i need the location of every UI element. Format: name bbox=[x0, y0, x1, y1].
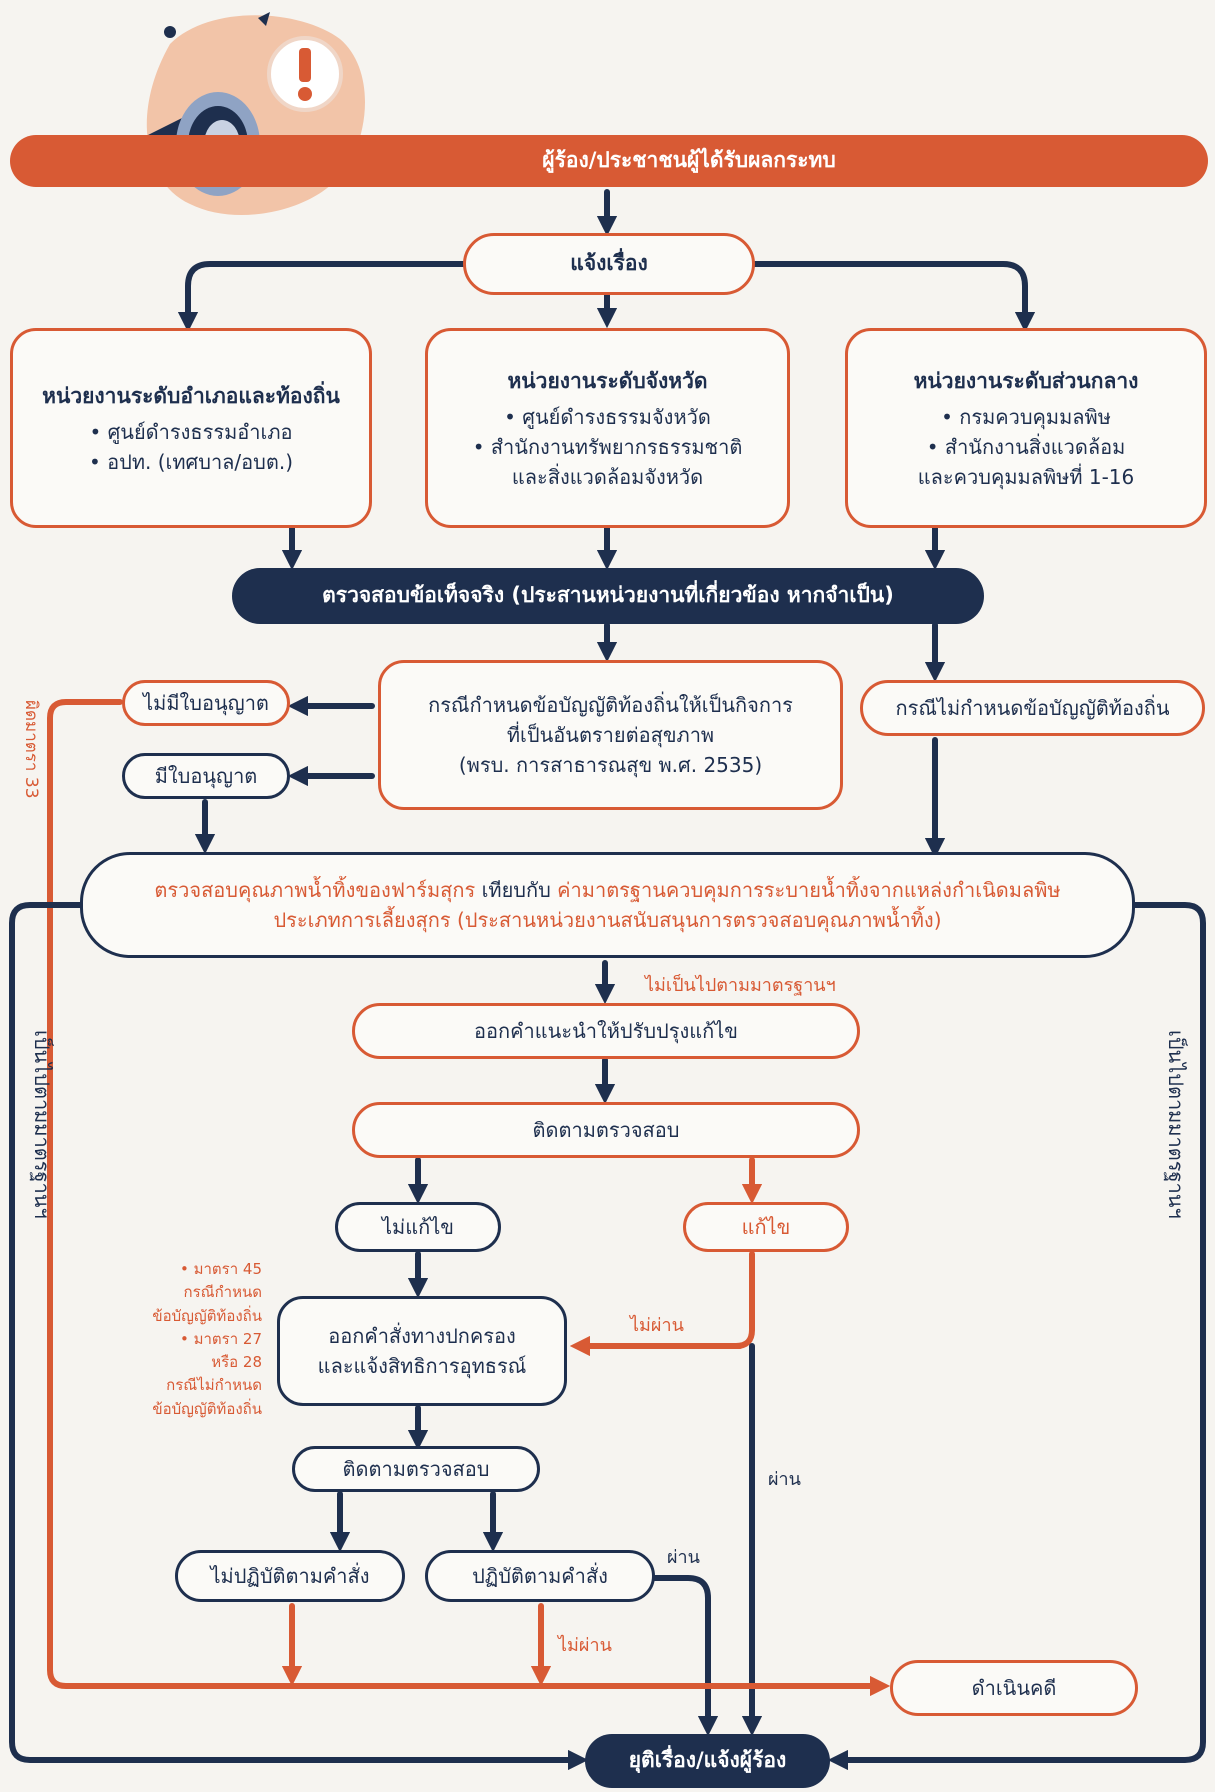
admin-order-line: ออกคำสั่งทางปกครอง bbox=[328, 1324, 516, 1348]
agency-district-line: • อปท. (เทศบาล/อบต.) bbox=[88, 449, 294, 474]
meets-standard-label-right: เป็นไปตามมาตรฐานฯ bbox=[1164, 1030, 1188, 1219]
no-license-box: ไม่มีใบอนุญาต bbox=[122, 680, 290, 726]
agency-central-line: และควบคุมมลพิษที่ 1-16 bbox=[917, 464, 1135, 489]
comply-box: ปฏิบัติตามคำสั่ง bbox=[425, 1550, 655, 1602]
fact-check-bar: ตรวจสอบข้อเท็จจริง (ประสานหน่วยงานที่เกี… bbox=[232, 568, 984, 624]
not-standard-label: ไม่เป็นไปตามมาตรฐานฯ bbox=[645, 975, 836, 996]
local-rule-case-line: (พรบ. การสาธารณสุข พ.ศ. 2535) bbox=[458, 753, 763, 777]
agency-province-line: • ศูนย์ดำรงธรรมจังหวัด bbox=[504, 404, 711, 429]
legal-note-line: ข้อบัญญัติท้องถิ่น bbox=[152, 1306, 262, 1325]
admin-order-line: และแจ้งสิทธิการอุทธรณ์ bbox=[317, 1354, 527, 1378]
local-rule-case-box: กรณีกำหนดข้อบัญญัติท้องถิ่นให้เป็นกิจการ… bbox=[378, 660, 843, 810]
prosecute-label: ดำเนินคดี bbox=[971, 1676, 1057, 1700]
advise-label: ออกคำแนะนำให้ปรับปรุงแก้ไข bbox=[474, 1019, 738, 1043]
legal-note-line: กรณีไม่กำหนด bbox=[166, 1376, 262, 1395]
agency-province-title: หน่วยงานระดับจังหวัด bbox=[507, 368, 708, 393]
report-label: แจ้งเรื่อง bbox=[570, 251, 648, 276]
no-license-label: ไม่มีใบอนุญาต bbox=[143, 691, 269, 715]
agency-central: หน่วยงานระดับส่วนกลาง • กรมควบคุมมลพิษ •… bbox=[845, 328, 1207, 528]
fact-check-label: ตรวจสอบข้อเท็จจริง (ประสานหน่วยงานที่เกี… bbox=[322, 583, 894, 608]
not-fixed-box: ไม่แก้ไข bbox=[335, 1202, 501, 1252]
follow-up-order-box: ติดตามตรวจสอบ bbox=[292, 1446, 540, 1492]
meets-standard-label-left: เป็นไปตามมาตรฐานฯ bbox=[30, 1030, 54, 1219]
fail-label: ไม่ผ่าน bbox=[630, 1315, 684, 1336]
water-quality-check-line1: ตรวจสอบคุณภาพน้ำทิ้งของฟาร์มสุกร เทียบกั… bbox=[154, 875, 1060, 905]
complainant-header: ผู้ร้อง/ประชาชนผู้ได้รับผลกระทบ bbox=[10, 135, 1208, 187]
fixed-box: แก้ไข bbox=[683, 1202, 849, 1252]
fixed-label: แก้ไข bbox=[741, 1215, 791, 1239]
follow-up-box: ติดตามตรวจสอบ bbox=[352, 1102, 860, 1158]
legal-note-line: • มาตรา 45 bbox=[179, 1260, 262, 1278]
water-check-text-a: ตรวจสอบคุณภาพน้ำทิ้งของฟาร์มสุกร bbox=[154, 878, 482, 902]
comply-fail-label: ไม่ผ่าน bbox=[558, 1635, 612, 1656]
has-license-box: มีใบอนุญาต bbox=[122, 753, 290, 799]
local-rule-case-line: ที่เป็นอันตรายต่อสุขภาพ bbox=[506, 723, 715, 747]
prosecute-box: ดำเนินคดี bbox=[890, 1660, 1138, 1716]
agency-district-title: หน่วยงานระดับอำเภอและท้องถิ่น bbox=[42, 383, 340, 408]
water-quality-check-line2: ประเภทการเลี้ยงสุกร (ประสานหน่วยงานสนับส… bbox=[273, 908, 942, 932]
follow-up-label: ติดตามตรวจสอบ bbox=[532, 1118, 680, 1142]
water-quality-check-box: ตรวจสอบคุณภาพน้ำทิ้งของฟาร์มสุกร เทียบกั… bbox=[80, 852, 1135, 958]
violation-label: ผิดมาตรา 33 bbox=[21, 700, 41, 799]
megaphone-illustration bbox=[140, 12, 365, 216]
legal-note-line: หรือ 28 bbox=[211, 1353, 262, 1371]
agency-province-line: และสิ่งแวดล้อมจังหวัด bbox=[511, 464, 704, 489]
agency-province: หน่วยงานระดับจังหวัด • ศูนย์ดำรงธรรมจังห… bbox=[425, 328, 790, 528]
agency-central-line: • สำนักงานสิ่งแวดล้อม bbox=[926, 434, 1126, 459]
comply-pass-label: ผ่าน bbox=[667, 1547, 700, 1568]
close-case-box: ยุติเรื่อง/แจ้งผู้ร้อง bbox=[585, 1734, 830, 1788]
legal-note-line: ข้อบัญญัติท้องถิ่น bbox=[152, 1399, 262, 1418]
no-local-rule-label: กรณีไม่กำหนดข้อบัญญัติท้องถิ่น bbox=[895, 696, 1170, 720]
pass-label: ผ่าน bbox=[768, 1469, 801, 1490]
complainant-header-label: ผู้ร้อง/ประชาชนผู้ได้รับผลกระทบ bbox=[542, 148, 836, 173]
advise-box: ออกคำแนะนำให้ปรับปรุงแก้ไข bbox=[352, 1003, 860, 1059]
comply-label: ปฏิบัติตามคำสั่ง bbox=[472, 1564, 608, 1588]
has-license-label: มีใบอนุญาต bbox=[154, 764, 258, 788]
no-local-rule-box: กรณีไม่กำหนดข้อบัญญัติท้องถิ่น bbox=[860, 680, 1205, 736]
legal-note-line: • มาตรา 27 bbox=[179, 1329, 262, 1348]
agency-district-line: • ศูนย์ดำรงธรรมอำเภอ bbox=[89, 419, 293, 444]
agency-province-line: • สำนักงานทรัพยากรธรรมชาติ bbox=[472, 434, 743, 459]
agency-central-line: • กรมควบคุมมลพิษ bbox=[941, 404, 1111, 429]
report-box: แจ้งเรื่อง bbox=[463, 233, 755, 295]
not-comply-label: ไม่ปฏิบัติตามคำสั่ง bbox=[210, 1564, 370, 1588]
local-rule-case-line: กรณีกำหนดข้อบัญญัติท้องถิ่นให้เป็นกิจการ bbox=[428, 693, 793, 717]
legal-sections-note: • มาตรา 45 กรณีกำหนด ข้อบัญญัติท้องถิ่น … bbox=[104, 1258, 262, 1421]
agency-district: หน่วยงานระดับอำเภอและท้องถิ่น • ศูนย์ดำร… bbox=[10, 328, 372, 528]
water-check-compare: เทียบกับ bbox=[481, 878, 551, 902]
agency-central-title: หน่วยงานระดับส่วนกลาง bbox=[913, 368, 1139, 393]
not-fixed-label: ไม่แก้ไข bbox=[382, 1215, 454, 1239]
not-comply-box: ไม่ปฏิบัติตามคำสั่ง bbox=[175, 1550, 405, 1602]
admin-order-box: ออกคำสั่งทางปกครอง และแจ้งสิทธิการอุทธรณ… bbox=[277, 1296, 567, 1406]
follow-up-order-label: ติดตามตรวจสอบ bbox=[342, 1457, 490, 1481]
legal-note-line: กรณีกำหนด bbox=[183, 1283, 262, 1302]
close-case-label: ยุติเรื่อง/แจ้งผู้ร้อง bbox=[628, 1748, 787, 1773]
exclamation-icon bbox=[267, 36, 343, 112]
water-check-text-c: ค่ามาตรฐานควบคุมการระบายน้ำทิ้งจากแหล่งก… bbox=[550, 878, 1061, 902]
